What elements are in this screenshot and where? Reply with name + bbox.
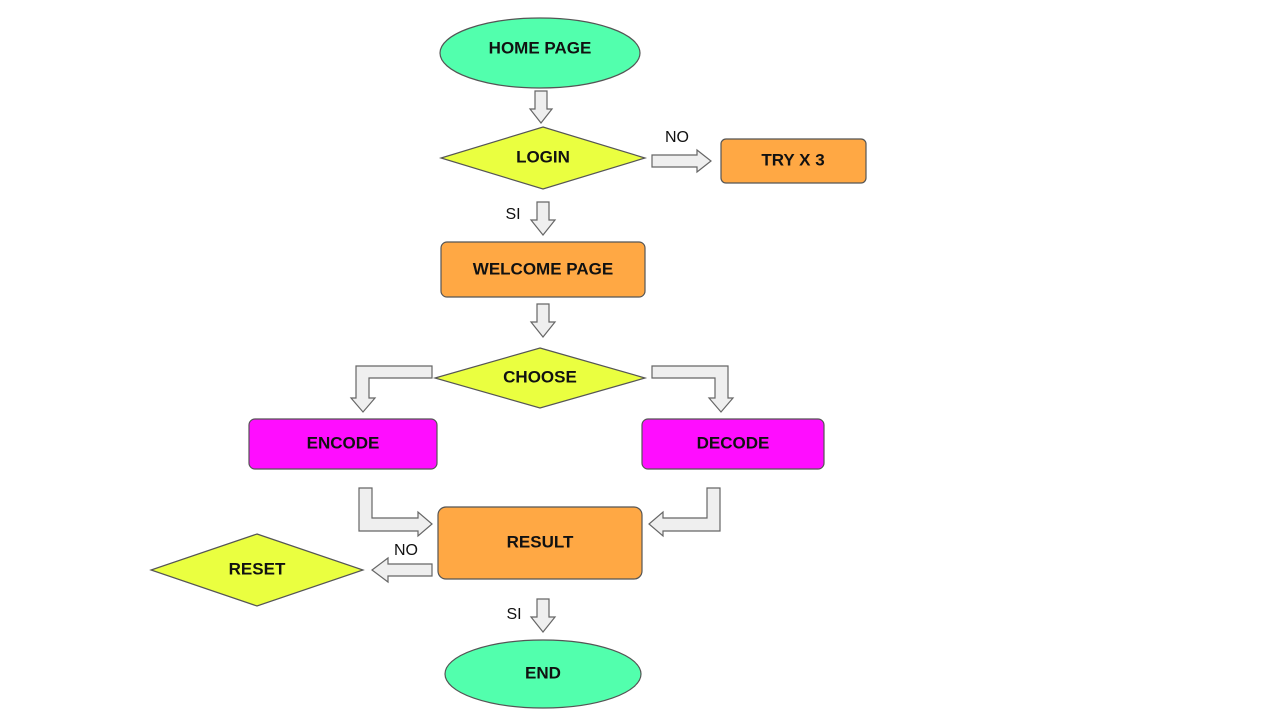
home-page-shape: [439, 17, 641, 89]
end-shape: [444, 639, 642, 709]
reset-shape: [149, 533, 365, 607]
node-decode: DECODE: [641, 418, 825, 470]
arrow-login-to-try: [651, 148, 712, 174]
arrow-choose-to-decode: [651, 365, 735, 413]
node-result: RESULT: [437, 506, 643, 580]
reset-label: RESET: [229, 559, 286, 578]
edge-label-login-no: NO: [665, 129, 689, 146]
node-try: TRY X 3: [720, 138, 867, 184]
edge-label-result-no: NO: [394, 542, 418, 559]
arrow-result-to-end: [529, 598, 557, 633]
encode-shape: [248, 418, 438, 470]
decode-shape: [641, 418, 825, 470]
home-page-label: HOME PAGE: [489, 38, 592, 57]
node-encode: ENCODE: [248, 418, 438, 470]
edge-label-result-si: SI: [506, 606, 521, 623]
node-reset: RESET: [149, 533, 365, 607]
node-login: LOGIN: [438, 126, 648, 190]
end-label: END: [525, 663, 561, 682]
login-label: LOGIN: [516, 147, 570, 166]
try-label: TRY X 3: [761, 150, 824, 169]
decode-label: DECODE: [697, 433, 770, 452]
arrow-login-to-welcome: [529, 201, 557, 236]
arrow-home-to-login: [528, 90, 554, 124]
node-home-page: HOME PAGE: [439, 17, 641, 89]
result-shape: [437, 506, 643, 580]
node-choose: CHOOSE: [432, 347, 648, 409]
arrow-result-to-reset: [371, 556, 433, 584]
arrow-choose-to-encode: [349, 365, 433, 413]
login-shape: [438, 126, 648, 190]
node-welcome-page: WELCOME PAGE: [440, 241, 646, 298]
node-end: END: [444, 639, 642, 709]
welcome-page-shape: [440, 241, 646, 298]
choose-shape: [432, 347, 648, 409]
arrow-encode-to-result: [358, 487, 433, 538]
encode-label: ENCODE: [307, 433, 380, 452]
choose-label: CHOOSE: [503, 367, 577, 386]
result-label: RESULT: [507, 532, 574, 551]
edge-label-login-si: SI: [505, 206, 520, 223]
arrow-decode-to-result: [648, 487, 721, 538]
try-shape: [720, 138, 867, 184]
arrow-welcome-to-choose: [529, 303, 557, 338]
welcome-page-label: WELCOME PAGE: [473, 259, 613, 278]
